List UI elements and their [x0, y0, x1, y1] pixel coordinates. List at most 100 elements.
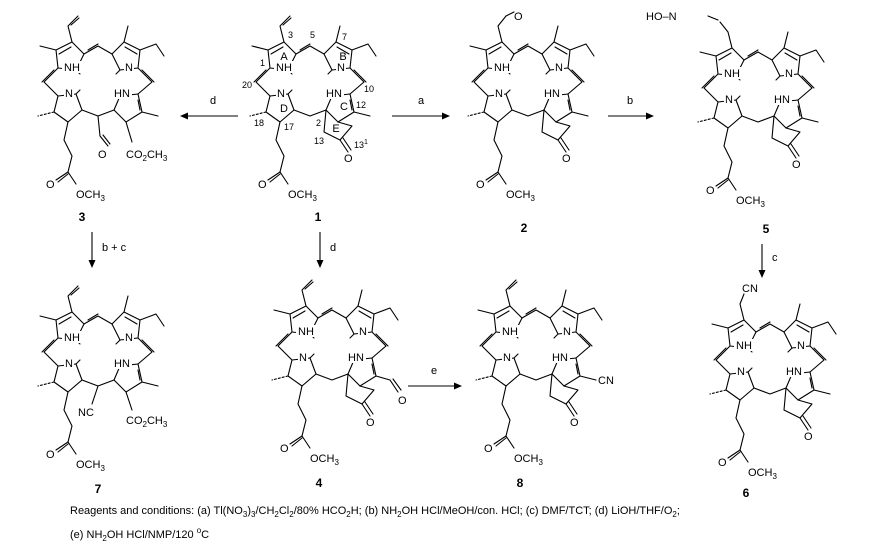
methoxy: OCH3: [514, 453, 543, 467]
n-atom: N: [359, 326, 367, 338]
n-atom: N: [563, 326, 571, 338]
arrow-c: c: [758, 244, 778, 278]
methoxy: OCH3: [288, 189, 317, 203]
arrow-d-down-label: d: [330, 242, 336, 254]
ester-o: O: [718, 457, 727, 469]
position-13-1: 131: [354, 139, 368, 150]
compound-6-structure: CN NH N HN N O O OCH3: [709, 283, 837, 481]
caption-line-2: (e) NH2OH HCl/NMP/120 oC: [70, 526, 210, 543]
compound-6-label: 6: [743, 486, 750, 500]
nh-atom: NH: [298, 326, 314, 338]
methoxy: OCH3: [506, 189, 535, 203]
methoxy: OCH3: [76, 459, 105, 473]
compound-8-structure: CN NH N HN N O O OCH3: [475, 279, 614, 467]
reagents-caption: Reagents and conditions: (a) Tl(NO3)3/CH…: [70, 503, 870, 547]
position-5: 5: [310, 30, 315, 40]
hn-atom: HN: [326, 88, 342, 100]
ester-o: O: [258, 179, 267, 191]
compound-3-structure: O CO2CH3 NH N HN N O OCH3: [37, 15, 168, 203]
hn-atom: HN: [348, 352, 364, 364]
compound-2-structure: O NH N HN N O O OCH3: [467, 11, 595, 203]
methyl-ester: CO2CH3: [126, 149, 168, 163]
n-atom: N: [725, 94, 733, 106]
position-7: 7: [342, 32, 347, 42]
position-20: 20: [242, 80, 252, 90]
ketone-o: O: [792, 159, 801, 171]
n-atom: N: [337, 62, 345, 74]
hn-atom: HN: [774, 94, 790, 106]
compound-5-structure: HO–N NH N HN N O O OCH3: [646, 11, 825, 209]
compound-1-label: 1: [315, 210, 322, 224]
nh-atom: NH: [724, 68, 740, 80]
compound-3-label: 3: [79, 210, 86, 224]
methyl-ester: CO2CH3: [126, 415, 168, 429]
aldehyde-o: O: [398, 395, 407, 407]
arrow-e-label: e: [431, 365, 437, 377]
hn-atom: HN: [786, 366, 802, 378]
ketone-o: O: [562, 153, 571, 165]
ring-e-label: E: [332, 123, 339, 135]
caption-line-1: Reagents and conditions: (a) Tl(NO3)3/CH…: [70, 505, 680, 519]
ring-d-label: D: [280, 103, 288, 115]
nitrile-cn: CN: [598, 375, 614, 387]
arrow-b: b: [608, 95, 654, 120]
aldehyde-o: O: [514, 11, 523, 23]
nh-atom: NH: [276, 62, 292, 74]
hn-atom: HN: [114, 88, 130, 100]
compound-1-structure: NH A N B HN C N D E 3 5 7 1 20 10 12 18 …: [242, 15, 377, 203]
n-atom: N: [65, 358, 73, 370]
ring-c-label: C: [340, 101, 348, 113]
position-2: 2: [316, 118, 321, 128]
formyl-o: O: [98, 149, 107, 161]
n-atom: N: [125, 62, 133, 74]
ester-o: O: [476, 179, 485, 191]
ketone-o: O: [366, 417, 375, 429]
ester-o: O: [280, 443, 289, 455]
nitrile-nc: NC: [78, 407, 94, 419]
ester-o: O: [706, 185, 715, 197]
compound-5-label: 5: [763, 222, 770, 236]
ester-o: O: [46, 449, 55, 461]
arrow-bc: b + c: [88, 232, 127, 268]
n-atom: N: [65, 88, 73, 100]
ring-b-label: B: [339, 51, 346, 63]
arrow-d-left: d: [180, 95, 238, 120]
n-atom: N: [785, 68, 793, 80]
nh-atom: NH: [502, 326, 518, 338]
hn-atom: HN: [114, 358, 130, 370]
n-atom: N: [503, 352, 511, 364]
n-atom: N: [277, 88, 285, 100]
n-atom: N: [797, 340, 805, 352]
nh-atom: NH: [494, 62, 510, 74]
ester-o: O: [484, 443, 493, 455]
compound-4-label: 4: [316, 476, 323, 490]
position-3: 3: [288, 30, 293, 40]
nh-atom: NH: [736, 340, 752, 352]
position-10: 10: [364, 84, 374, 94]
n-atom: N: [495, 88, 503, 100]
n-atom: N: [737, 366, 745, 378]
hn-atom: HN: [544, 88, 560, 100]
methoxy: OCH3: [748, 467, 777, 481]
n-atom: N: [555, 62, 563, 74]
position-18: 18: [254, 118, 264, 128]
arrow-a: a: [392, 95, 450, 120]
nh-atom: NH: [64, 62, 80, 74]
arrow-bc-label: b + c: [102, 242, 127, 254]
position-13: 13: [314, 136, 324, 146]
hn-atom: HN: [552, 352, 568, 364]
ring-a-label: A: [280, 51, 288, 63]
arrow-b-label: b: [627, 95, 633, 107]
arrow-a-label: a: [418, 95, 425, 107]
position-1: 1: [260, 58, 265, 68]
compound-7-label: 7: [95, 482, 102, 496]
n-atom: N: [125, 332, 133, 344]
compound-4-structure: O NH N HN N O O OCH3: [271, 279, 407, 467]
methoxy: OCH3: [736, 195, 765, 209]
nitrile-cn: CN: [742, 283, 758, 295]
ketone-o: O: [804, 431, 813, 443]
position-17: 17: [284, 122, 294, 132]
ketone-o: O: [344, 153, 353, 165]
compound-2-label: 2: [521, 221, 528, 235]
